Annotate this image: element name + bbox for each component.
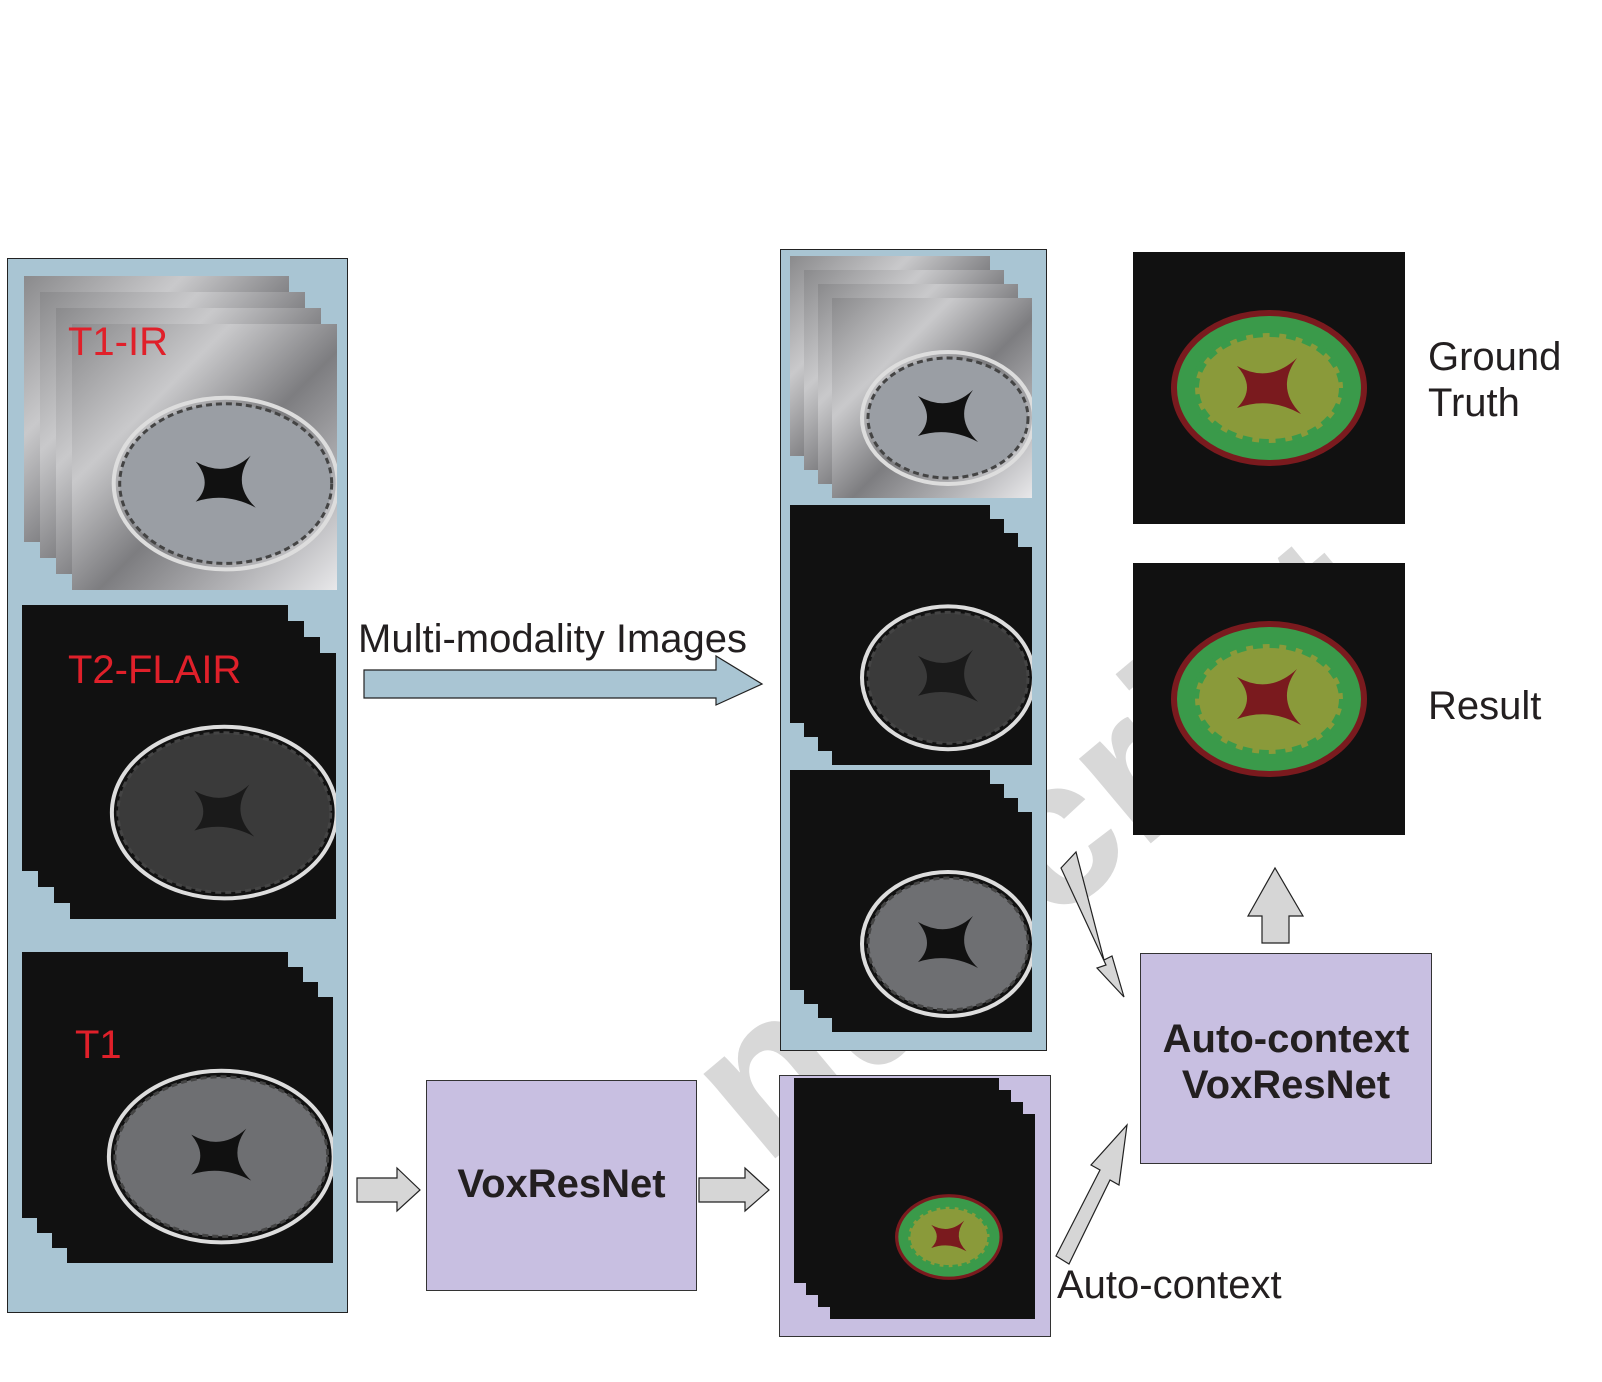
input-to-voxresnet-arrow	[356, 1166, 421, 1213]
auto-context-voxresnet-box: Auto-context VoxResNet	[1140, 953, 1432, 1164]
mid-t1-ir-stack-layer	[832, 298, 1032, 498]
t1-label: T1	[75, 1023, 122, 1067]
segmentation-map	[895, 1194, 1003, 1280]
t1-ir-label: T1-IR	[68, 320, 168, 364]
brain-slice	[860, 604, 1032, 752]
probmap-to-autocontext-arrow	[1055, 1123, 1128, 1265]
voxresnet-box: VoxResNet	[426, 1080, 697, 1291]
multi-modality-arrow	[363, 654, 764, 706]
result-segmentation	[1171, 621, 1367, 777]
ground-truth-image	[1133, 252, 1405, 524]
brain-slice	[109, 724, 336, 901]
to-result-arrow	[1246, 866, 1305, 944]
auto-context-label-line2: VoxResNet	[1181, 1063, 1391, 1107]
result-label: Result	[1428, 684, 1542, 728]
ground-truth-label-line2: Truth	[1428, 381, 1520, 425]
voxresnet-to-probmap-arrow	[698, 1166, 770, 1213]
mid-t1-stack-layer	[832, 812, 1032, 1032]
ground-truth-label-line1: Ground	[1428, 335, 1562, 379]
ground-truth-segmentation	[1171, 310, 1367, 466]
brain-slice	[111, 395, 337, 572]
t2-flair-label: T2-FLAIR	[68, 648, 242, 692]
t1-stack-layer	[67, 997, 333, 1263]
t2-flair-stack-layer	[70, 653, 336, 919]
brain-slice	[860, 870, 1032, 1018]
auto-context-label-line1: Auto-context	[1162, 1017, 1410, 1061]
brain-slice	[860, 350, 1032, 486]
auto-context-arrow-label: Auto-context	[1057, 1263, 1282, 1307]
voxresnet-label: VoxResNet	[457, 1162, 666, 1206]
t1-ir-stack-layer	[72, 324, 337, 590]
result-image	[1133, 563, 1405, 835]
multi-modality-label: Multi-modality Images	[358, 617, 748, 661]
mid-t2-flair-stack-layer	[832, 547, 1032, 765]
brain-slice	[106, 1068, 333, 1245]
prob-map-stack-layer	[830, 1114, 1035, 1319]
